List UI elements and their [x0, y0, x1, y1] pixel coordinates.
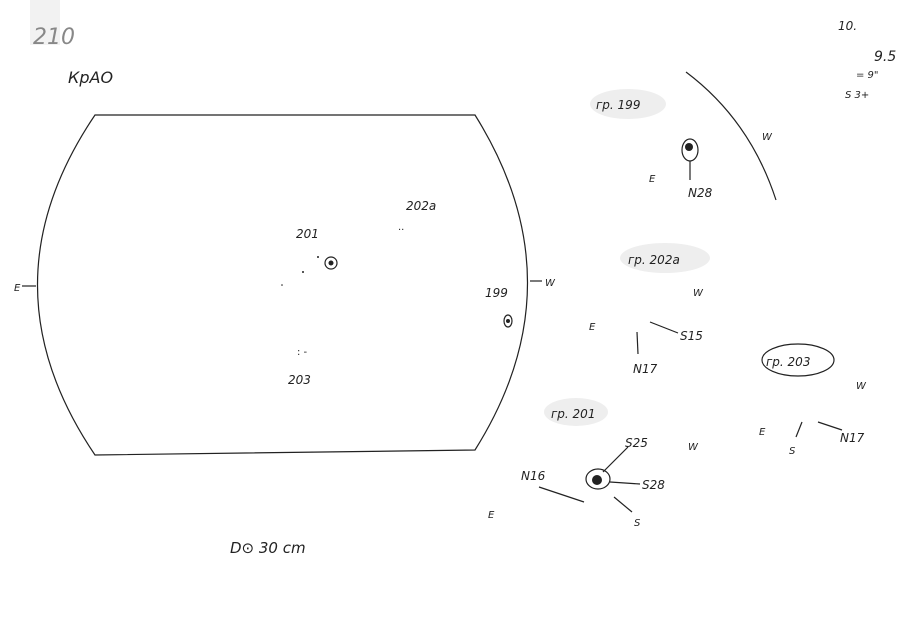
- detail-201-s28: S28: [642, 478, 665, 492]
- detail-202a-title: гр. 202a: [628, 253, 680, 267]
- limb-arc: [685, 71, 777, 201]
- svg-text:: -: : -: [297, 347, 308, 358]
- detail-201-title: гр. 201: [551, 407, 595, 421]
- detail-202a-s15: S15: [680, 329, 703, 343]
- detail-202a-w: W: [693, 288, 704, 299]
- group-201-spot: [324, 256, 338, 270]
- detail-203-w: W: [856, 381, 867, 392]
- detail-203-s: S: [789, 446, 796, 457]
- smudge: [30, 0, 60, 45]
- detail-202a-e: E: [589, 322, 596, 333]
- detail-201-e: E: [488, 510, 495, 521]
- detail-202a-n17: N17: [633, 362, 658, 376]
- time-label: 9.5: [874, 49, 896, 65]
- group-202a-label: 202a: [406, 199, 436, 213]
- group-199-label: 199: [485, 286, 508, 300]
- svg-text:..: ..: [398, 222, 404, 233]
- detail-203-title: гр. 203: [766, 355, 810, 369]
- diameter-note: D⊙ 30 cm: [230, 539, 306, 557]
- disk-east-label: E: [14, 283, 21, 294]
- detail-201-w: W: [688, 442, 699, 453]
- detail-201-spot: [585, 468, 611, 490]
- detail-203-title-circle: [761, 343, 835, 377]
- detail-199-e: E: [649, 174, 656, 185]
- solar-disk-outline: [36, 114, 529, 456]
- detail-199-title: гр. 199: [596, 98, 640, 112]
- sheet-number: 210: [33, 25, 75, 50]
- disk-west-label: W: [545, 278, 556, 289]
- group-201-label: 201: [296, 227, 319, 241]
- group-203-label: 203: [288, 373, 311, 387]
- detail-201-s25: S25: [625, 436, 648, 450]
- observatory-label: КрАО: [68, 68, 113, 87]
- group-199-spot: [503, 314, 513, 328]
- page-number: 10.: [838, 19, 857, 33]
- detail-201-s: S: [634, 518, 641, 529]
- quality-label: S 3+: [845, 90, 869, 101]
- seeing-label: = 9": [856, 70, 879, 81]
- detail-203-n17: N17: [840, 431, 865, 445]
- detail-201-n16: N16: [521, 469, 546, 483]
- detail-203-e: E: [759, 427, 766, 438]
- detail-199-n28: N28: [688, 186, 713, 200]
- detail-199-w: W: [762, 132, 773, 143]
